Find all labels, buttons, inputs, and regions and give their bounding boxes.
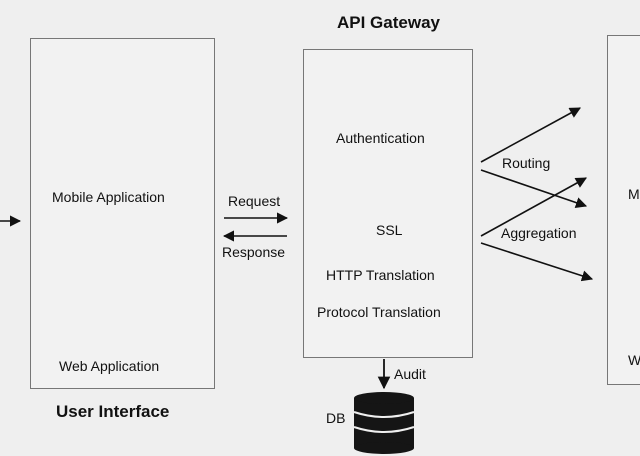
database-icon (353, 392, 415, 454)
protocol-translation-label: Protocol Translation (317, 304, 441, 320)
user-interface-box (30, 38, 215, 389)
api-gateway-box (303, 49, 473, 358)
response-label: Response (222, 244, 286, 260)
aggregation-label: Aggregation (501, 225, 577, 241)
authentication-label: Authentication (336, 130, 425, 146)
ssl-label: SSL (376, 222, 403, 238)
http-translation-label: HTTP Translation (326, 267, 435, 283)
routing-label: Routing (502, 155, 551, 171)
aggregation-arrows (480, 177, 594, 282)
partial-label-bottom: W (628, 352, 640, 368)
mobile-application-label: Mobile Application (52, 189, 165, 205)
db-label: DB (326, 410, 346, 426)
request-label: Request (228, 193, 281, 209)
routing-arrows (480, 107, 588, 209)
microservices-box-partial (607, 35, 640, 385)
user-interface-title: User Interface (56, 402, 170, 421)
api-gateway-title: API Gateway (337, 13, 440, 32)
partial-label-top: M (628, 186, 640, 202)
audit-label: Audit (394, 366, 426, 382)
web-application-label: Web Application (59, 358, 160, 374)
